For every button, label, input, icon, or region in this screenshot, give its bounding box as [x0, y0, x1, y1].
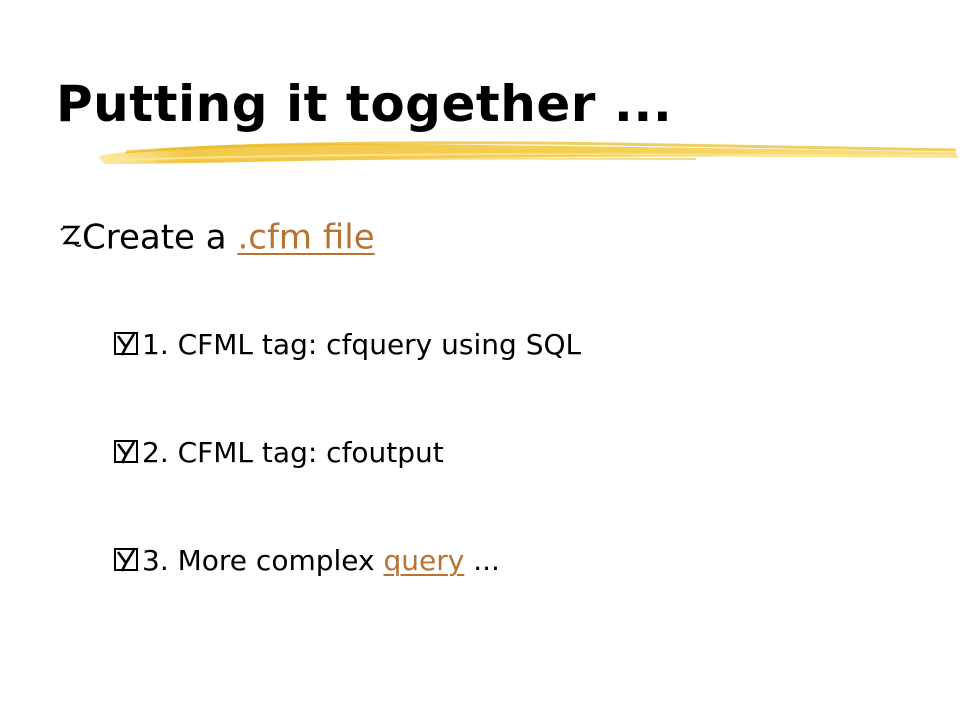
sub-bullet-text-prefix: 3. More complex [142, 544, 384, 577]
query-link[interactable]: query [383, 544, 465, 577]
bullet-create-cfm-file: Create a .cfm file [60, 212, 375, 262]
checkbox-bullet-icon [112, 440, 142, 465]
sub-bullet-cfoutput: 2. CFML tag: cfoutput [112, 432, 444, 473]
sub-bullet-text-suffix: ... [464, 544, 500, 577]
sub-bullet-text: 1. CFML tag: cfquery using SQL [142, 328, 582, 361]
cfm-file-link[interactable]: .cfm file [237, 217, 375, 258]
checkbox-bullet-icon [112, 548, 142, 573]
bullet-text-prefix: Create a [82, 217, 238, 258]
sub-bullet-cfquery: 1. CFML tag: cfquery using SQL [112, 324, 581, 365]
checkbox-bullet-icon [112, 332, 142, 357]
slide-title: Putting it together ... [56, 75, 673, 133]
title-underline-brush-stroke [98, 141, 958, 164]
z-bullet-icon [60, 225, 82, 248]
sub-bullet-text: 2. CFML tag: cfoutput [142, 436, 444, 469]
sub-bullet-complex-query: 3. More complex query ... [112, 540, 500, 581]
